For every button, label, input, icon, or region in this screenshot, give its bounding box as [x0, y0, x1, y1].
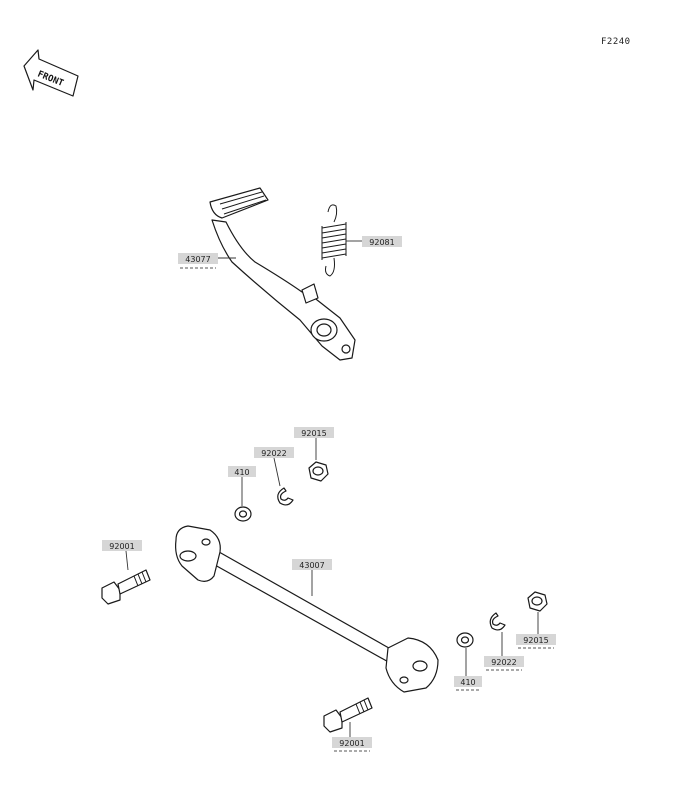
- label-rod: 43007: [292, 559, 332, 570]
- svg-text:92001: 92001: [339, 739, 364, 748]
- circlip-bottom: [489, 612, 506, 631]
- svg-text:43077: 43077: [185, 255, 210, 264]
- svg-text:43007: 43007: [299, 561, 324, 570]
- bolt-bottom: [323, 697, 373, 733]
- bolt-left: [101, 569, 151, 605]
- svg-text:92022: 92022: [491, 658, 516, 667]
- brake-pedal: [209, 187, 356, 361]
- svg-text:92001: 92001: [109, 542, 134, 551]
- return-spring: [321, 204, 347, 277]
- label-brake-pedal: 43077: [178, 253, 218, 269]
- label-bolt-left: 92001: [102, 540, 142, 551]
- label-nut-bottom: 92015: [516, 634, 556, 649]
- nut-bottom: [527, 591, 548, 612]
- svg-text:410: 410: [460, 678, 475, 687]
- washer-bottom: [456, 632, 474, 648]
- label-return-spring: 92081: [362, 236, 402, 247]
- label-nut-top: 92015: [294, 427, 334, 438]
- svg-text:92015: 92015: [523, 636, 548, 645]
- label-washer-top: 410: [228, 466, 256, 477]
- front-arrow-icon: FRONT: [23, 49, 79, 97]
- svg-text:92015: 92015: [301, 429, 326, 438]
- label-bolt-bottom: 92001: [332, 737, 372, 752]
- brake-rod: [175, 525, 439, 693]
- nut-top: [308, 461, 329, 482]
- label-circlip-bottom: 92022: [484, 656, 524, 671]
- svg-text:410: 410: [234, 468, 249, 477]
- svg-text:92022: 92022: [261, 449, 286, 458]
- washer-top: [234, 506, 252, 522]
- label-washer-bottom: 410: [454, 676, 482, 691]
- figure-code: F2240: [601, 37, 631, 47]
- circlip-top: [277, 487, 294, 506]
- label-circlip-top: 92022: [254, 447, 294, 458]
- svg-text:92081: 92081: [369, 238, 394, 247]
